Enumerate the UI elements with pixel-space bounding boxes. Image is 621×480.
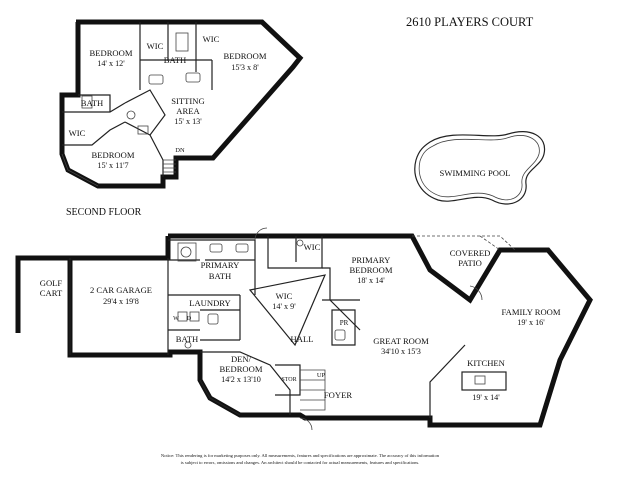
room-bath-top: BATH (164, 55, 186, 65)
room-great-room-dim: 34'10 x 15'3 (381, 347, 421, 356)
room-primary-bath-line1: PRIMARY (201, 260, 240, 270)
room-bedroom-nw-dim: 14' x 12' (97, 59, 125, 68)
room-wic-hall-dim: 14' x 9' (272, 302, 296, 311)
room-primary-bedroom-line2: BEDROOM (350, 265, 393, 275)
room-wic-top-left: WIC (147, 41, 164, 51)
washer-label: W (173, 316, 179, 322)
room-bedroom-sw-name: BEDROOM (92, 150, 135, 160)
second-floor-label: SECOND FLOOR (66, 207, 142, 218)
room-bedroom-ne-dim: 15'3 x 8' (231, 63, 259, 72)
notice-line-1: Notice: This rendering is for marketing … (161, 453, 440, 459)
room-garage-dim: 29'4 x 19'8 (103, 297, 139, 306)
notice-line-2: is subject to errors, omissions and chan… (181, 460, 420, 466)
room-bedroom-ne-name: BEDROOM (224, 51, 267, 61)
room-golf-cart-line2: CART (40, 288, 63, 298)
room-kitchen-dim: 19' x 14' (472, 393, 500, 402)
swimming-pool: SWIMMING POOL (414, 131, 546, 205)
pool-label: SWIMMING POOL (440, 168, 511, 178)
dryer-label: D (187, 316, 192, 322)
room-laundry: LAUNDRY (189, 298, 231, 308)
room-great-room-name: GREAT ROOM (373, 336, 429, 346)
room-family-room-name: FAMILY ROOM (501, 307, 560, 317)
room-wic-left: WIC (69, 128, 86, 138)
room-golf-cart-line1: GOLF (40, 278, 63, 288)
room-bedroom-nw-name: BEDROOM (90, 48, 133, 58)
room-primary-bedroom-dim: 18' x 14' (357, 276, 385, 285)
room-hall: HALL (291, 334, 314, 344)
room-primary-bath-line2: BATH (209, 271, 231, 281)
room-bath: BATH (176, 334, 198, 344)
first-floor-plan: WIC PRIMARY BEDROOM 18' x 14' COVERED PA… (15, 227, 593, 431)
room-wic-top-right: WIC (203, 34, 220, 44)
room-primary-bedroom-line1: PRIMARY (352, 255, 391, 265)
room-kitchen-name: KITCHEN (467, 358, 506, 368)
room-bedroom-sw-dim: 15' x 11'7 (97, 161, 128, 170)
room-sitting-area-dim: 15' x 13' (174, 117, 202, 126)
room-garage-name: 2 CAR GARAGE (90, 285, 152, 295)
room-family-room-dim: 19' x 16' (517, 318, 545, 327)
room-covered-patio-line2: PATIO (458, 258, 482, 268)
room-den-line2: BEDROOM (220, 364, 263, 374)
stair-dn-label: DN (175, 147, 185, 154)
room-den-dim: 14'2 x 13'10 (221, 375, 261, 384)
room-wic-primary: WIC (304, 242, 321, 252)
room-sitting-area-line2: AREA (176, 106, 200, 116)
room-covered-patio-line1: COVERED (450, 248, 491, 258)
second-floor-plan: BEDROOM 14' x 12' WIC WIC BATH BEDROOM 1… (59, 19, 304, 189)
stair-up-label: UP (317, 372, 326, 379)
room-foyer: FOYER (324, 390, 352, 400)
room-stor: STOR (281, 377, 296, 383)
room-pr: PR (340, 319, 349, 327)
room-bath-left: BATH (81, 98, 103, 108)
address-title: 2610 PLAYERS COURT (406, 15, 534, 29)
room-wic-hall-name: WIC (276, 291, 293, 301)
room-sitting-area-line1: SITTING (171, 96, 204, 106)
room-den-line1: DEN/ (231, 354, 252, 364)
